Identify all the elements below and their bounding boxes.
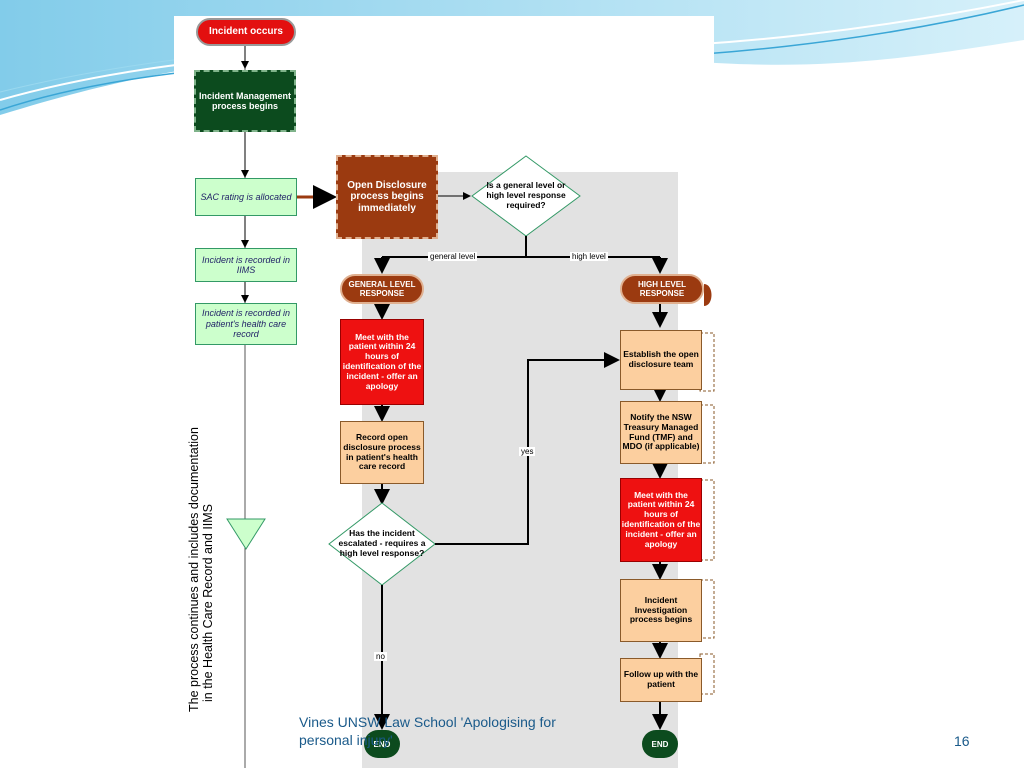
record-open-disclosure-node: Record open disclosure process in patien… <box>340 421 424 484</box>
general-response-node: GENERAL LEVEL RESPONSE <box>340 274 424 304</box>
follow-up-node: Follow up with the patient <box>620 658 702 702</box>
high-response-node: HIGH LEVEL RESPONSE <box>620 274 704 304</box>
meet-general-node: Meet with the patient within 24 hours of… <box>340 319 424 405</box>
incident-management-node: Incident Management process begins <box>194 70 296 132</box>
establish-team-node: Establish the open disclosure team <box>620 330 702 390</box>
side-text-line2: in the Health Care Record and IIMS <box>201 503 216 702</box>
end-node-high: END <box>642 730 678 758</box>
yes-label: yes <box>519 447 536 456</box>
general-level-label: general level <box>428 252 478 261</box>
high-level-label: high level <box>570 252 608 261</box>
meet-high-node: Meet with the patient within 24 hours of… <box>620 478 702 562</box>
decision-level-text: Is a general level or high level respons… <box>486 180 566 210</box>
slide-footer: Vines UNSW Law School 'Apologising for p… <box>299 713 556 749</box>
recorded-health-record-node: Incident is recorded in patient's health… <box>195 303 297 345</box>
footer-line2: personal injury' <box>299 732 393 749</box>
no-label: no <box>374 652 387 661</box>
incident-occurs-node: Incident occurs <box>196 18 296 46</box>
side-text: The process continues and includes docum… <box>187 427 216 712</box>
page-number: 16 <box>954 733 970 749</box>
sac-rating-node: SAC rating is allocated <box>195 178 297 216</box>
end-node-general: END <box>364 730 400 758</box>
decision-escalated-text: Has the incident escalated - requires a … <box>338 528 426 558</box>
investigation-node: Incident Investigation process begins <box>620 579 702 642</box>
open-disclosure-node: Open Disclosure process begins immediate… <box>336 155 438 239</box>
notify-tmf-node: Notify the NSW Treasury Managed Fund (TM… <box>620 401 702 464</box>
footer-line1: Vines UNSW Law School 'Apologising for <box>299 714 556 730</box>
recorded-iims-node: Incident is recorded in IIMS <box>195 248 297 282</box>
side-text-line1: The process continues and includes docum… <box>187 427 201 712</box>
